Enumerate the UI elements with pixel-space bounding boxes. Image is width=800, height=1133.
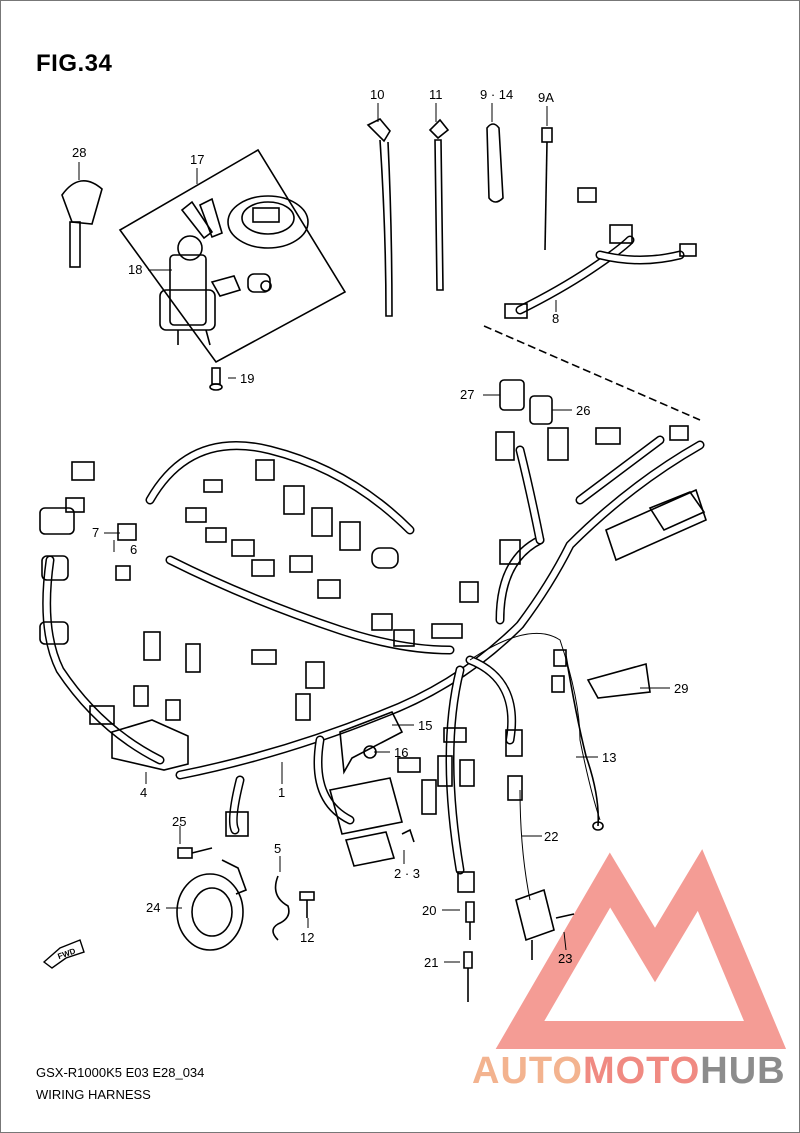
harness-connectors: [39, 379, 707, 893]
callout-25: 25: [172, 814, 186, 829]
misc-parts: [176, 655, 651, 1002]
callout-29: 29: [674, 681, 688, 696]
callout-9a: 9A: [538, 90, 554, 105]
sub-harness-8: [483, 187, 701, 421]
callout-11: 11: [429, 87, 443, 102]
callout-5: 5: [274, 841, 281, 856]
callout-7: 7: [92, 525, 99, 540]
callout-24: 24: [146, 900, 160, 915]
callout-17: 17: [190, 152, 204, 167]
watermark-auto: AUTO: [472, 1050, 583, 1092]
figure-title: FIG.34: [36, 50, 113, 77]
callout-9-14: 9 · 14: [480, 87, 513, 102]
callout-23: 23: [558, 951, 572, 966]
screw-19: [209, 367, 223, 391]
watermark-moto: MOTO: [582, 1050, 701, 1092]
callout-6: 6: [130, 542, 137, 557]
watermark-logo-text: AUTOMOTOHUB: [472, 1050, 786, 1093]
callout-22: 22: [544, 829, 558, 844]
callout-27: 27: [460, 387, 474, 402]
callout-1: 1: [278, 785, 285, 800]
watermark-emblem: [495, 849, 787, 1049]
callout-13: 13: [602, 750, 616, 765]
callout-10: 10: [370, 87, 384, 102]
callout-28: 28: [72, 145, 86, 160]
callout-26: 26: [576, 403, 590, 418]
callout-19: 19: [240, 371, 254, 386]
fwd-arrow-icon: FWD: [42, 939, 85, 969]
callout-16: 16: [394, 745, 408, 760]
figure-caption: WIRING HARNESS: [36, 1087, 151, 1102]
watermark-hub: HUB: [700, 1050, 786, 1092]
callout-2-3: 2 · 3: [394, 866, 420, 881]
ignition-key: [61, 180, 103, 268]
model-code: GSX-R1000K5 E03 E28_034: [36, 1065, 205, 1080]
callout-21: 21: [424, 955, 438, 970]
callout-labels: 28 17 18 19 10 11 9 · 14 9A 8 27 26 7 6 …: [72, 87, 688, 970]
callout-4: 4: [140, 785, 147, 800]
leader-lines: [78, 103, 670, 963]
callout-15: 15: [418, 718, 432, 733]
ignition-switch-group: [118, 148, 347, 364]
main-harness: [42, 435, 705, 901]
callout-18: 18: [128, 262, 142, 277]
callout-12: 12: [300, 930, 314, 945]
cable-ties: [366, 118, 553, 317]
callout-8: 8: [552, 311, 559, 326]
callout-20: 20: [422, 903, 436, 918]
